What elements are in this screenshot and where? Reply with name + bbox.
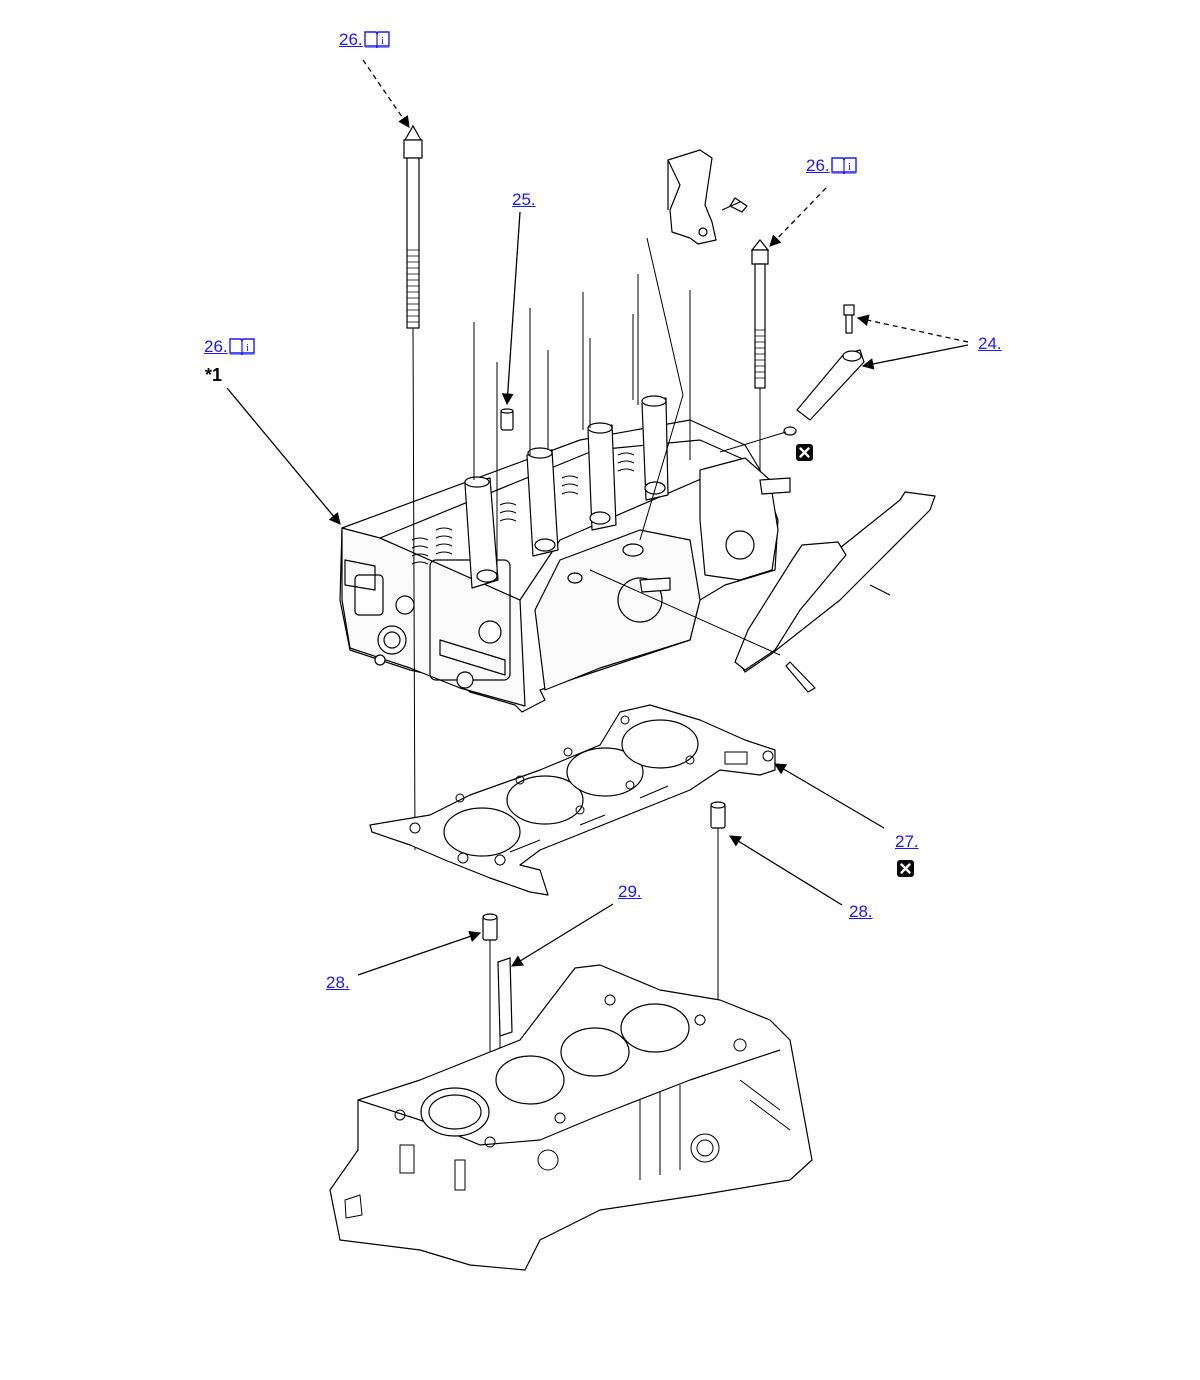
dowel-pin-28-left	[482, 913, 498, 1140]
cylinder-head-gasket	[369, 704, 776, 896]
leader-lines	[226, 59, 969, 976]
x-box-icon	[796, 444, 813, 461]
svg-text:i: i	[381, 35, 384, 47]
cylinder-head	[339, 395, 791, 713]
callout-26-left[interactable]: 26. i	[204, 337, 255, 357]
cylinder-block	[329, 964, 813, 1271]
book-info-icon[interactable]: i	[830, 156, 857, 174]
callout-25[interactable]: 25.	[512, 190, 536, 209]
callout-26-right-label[interactable]: 26.	[806, 156, 830, 175]
callout-24[interactable]: 24.	[978, 334, 1002, 353]
book-info-icon[interactable]: i	[363, 30, 390, 48]
engine-hanger-bracket	[639, 149, 748, 541]
bolt-guide-lines	[412, 274, 761, 851]
svg-text:i: i	[848, 161, 851, 173]
callout-26-top-label[interactable]: 26.	[339, 30, 363, 49]
head-bolt-right	[750, 239, 770, 389]
note-star-1: *1	[205, 365, 223, 385]
oil-control-valve-filter	[719, 304, 865, 453]
callout-28-left[interactable]: 28.	[326, 973, 350, 992]
callout-29[interactable]: 29.	[618, 882, 642, 901]
callout-26-top[interactable]: 26. i	[339, 30, 390, 50]
dowel-pin-25	[500, 408, 514, 431]
dowel-pin-28-right	[710, 801, 726, 1030]
callout-26-left-label[interactable]: 26.	[204, 337, 228, 356]
head-bolt-long	[403, 124, 423, 329]
chain-guide	[589, 491, 936, 693]
callout-27[interactable]: 27.	[895, 832, 919, 851]
book-info-icon[interactable]: i	[228, 337, 255, 355]
callout-26-right[interactable]: 26. i	[806, 156, 857, 176]
x-box-icon	[897, 860, 914, 877]
svg-text:i: i	[246, 342, 249, 354]
callout-28-right[interactable]: 28.	[849, 902, 873, 921]
